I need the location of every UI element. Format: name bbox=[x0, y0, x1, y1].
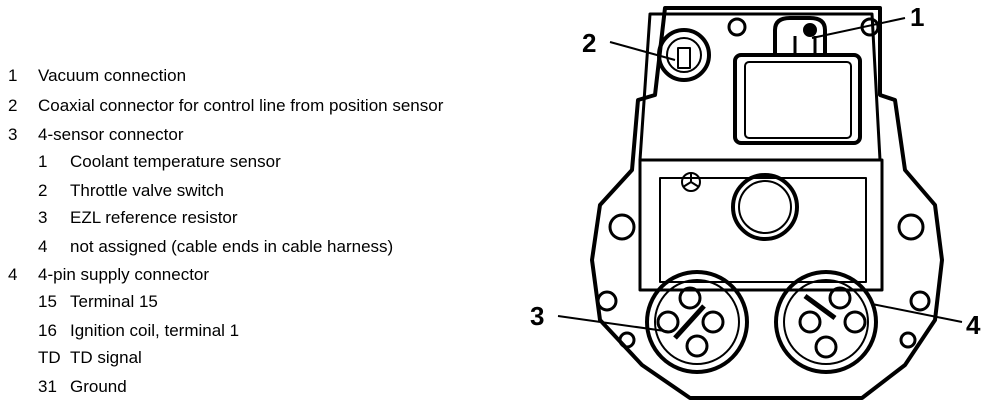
leader-line-4 bbox=[871, 303, 963, 323]
legend-text: 4-sensor connector bbox=[38, 125, 184, 144]
legend-number: 4 bbox=[8, 265, 18, 284]
legend-number: 4 bbox=[38, 237, 48, 256]
legend-number: 15 bbox=[38, 292, 57, 311]
lower-panel bbox=[638, 158, 884, 292]
legend-text: not assigned (cable ends in cable harnes… bbox=[70, 237, 394, 256]
four-sensor-connector bbox=[645, 270, 749, 374]
legend-number: 1 bbox=[8, 66, 18, 85]
round-boss bbox=[731, 173, 799, 241]
legend-text: 4-pin supply connector bbox=[38, 265, 210, 284]
leader-line-2 bbox=[609, 41, 676, 61]
mounting-hole bbox=[909, 290, 931, 312]
legend-number: 16 bbox=[38, 321, 57, 340]
control-unit-diagram: 1 2 3 4 bbox=[530, 2, 981, 400]
mounting-hole bbox=[618, 331, 636, 349]
vacuum-connector-housing bbox=[733, 53, 862, 145]
legend-text: Terminal 15 bbox=[70, 292, 158, 311]
mounting-hole bbox=[596, 290, 618, 312]
callout-1: 1 bbox=[910, 2, 924, 32]
legend: 1 Vacuum connection 2 Coaxial connector … bbox=[8, 66, 444, 396]
mounting-hole bbox=[899, 331, 917, 349]
legend-number: 2 bbox=[8, 96, 18, 115]
legend-text: Ignition coil, terminal 1 bbox=[70, 321, 240, 340]
legend-text: Coolant temperature sensor bbox=[70, 152, 281, 171]
legend-number: 31 bbox=[38, 377, 57, 396]
housing-outline bbox=[590, 6, 944, 400]
legend-number: 3 bbox=[38, 208, 48, 227]
legend-text: EZL reference resistor bbox=[70, 208, 238, 227]
callout-4: 4 bbox=[966, 310, 981, 340]
legend-text: Throttle valve switch bbox=[70, 181, 224, 200]
mercedes-star-icon bbox=[681, 172, 701, 192]
supply-connector bbox=[774, 270, 878, 374]
legend-number: 1 bbox=[38, 152, 48, 171]
mounting-hole bbox=[608, 213, 636, 241]
mounting-hole bbox=[727, 17, 747, 37]
legend-text: Ground bbox=[70, 377, 127, 396]
legend-text: Vacuum connection bbox=[38, 66, 187, 85]
legend-number: 3 bbox=[8, 125, 18, 144]
coaxial-connector bbox=[657, 28, 711, 82]
legend-text: TD signal bbox=[70, 348, 142, 367]
legend-text: Coaxial connector for control line from … bbox=[38, 96, 444, 115]
callout-3: 3 bbox=[530, 301, 544, 331]
mounting-hole bbox=[897, 213, 925, 241]
legend-number: 2 bbox=[38, 181, 48, 200]
vacuum-connection bbox=[803, 23, 817, 37]
callout-2: 2 bbox=[582, 28, 596, 58]
leader-line-1 bbox=[811, 17, 906, 39]
leader-line-3 bbox=[557, 315, 673, 333]
legend-number: TD bbox=[38, 348, 61, 367]
